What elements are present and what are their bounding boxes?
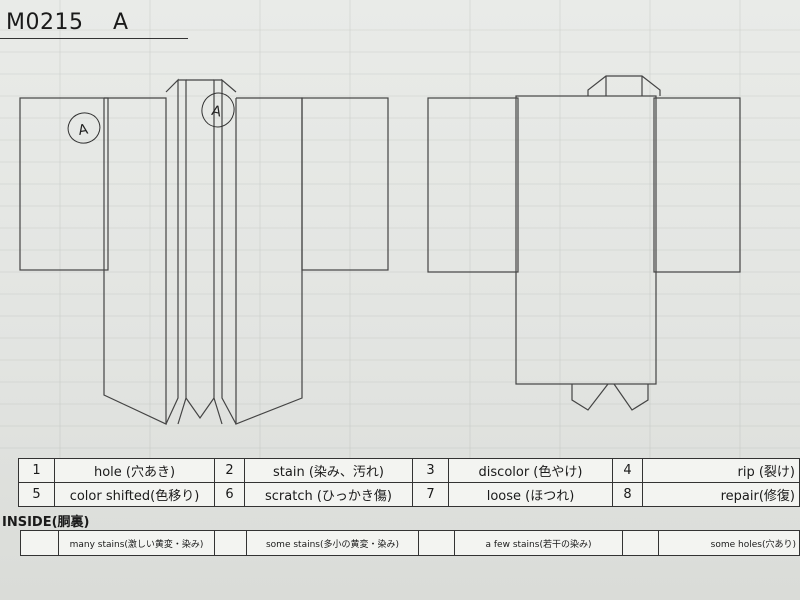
front-collar-inner-left (177, 79, 187, 425)
back-hem-ties (571, 383, 609, 411)
front-lapel-fold (185, 397, 215, 420)
legend-label-4: rip (裂け) (642, 458, 800, 483)
back-right-sleeve (653, 97, 741, 273)
form-id: M0215 (6, 10, 84, 35)
legend-label-1: hole (穴あき) (54, 458, 215, 483)
annotation-front-left-text: A (77, 121, 90, 138)
inside-label-some-holes: some holes(穴あり) (658, 530, 800, 556)
form-variant: A (112, 10, 129, 35)
show-through-grid (0, 0, 800, 460)
front-left-body (103, 97, 167, 425)
legend-row: 1 hole (穴あき) 2 stain (染み、汚れ) 3 discolor … (18, 458, 800, 483)
inside-checkbox-many-stains[interactable] (20, 530, 59, 556)
legend-label-3: discolor (色やけ) (448, 458, 613, 483)
legend-num-1: 1 (18, 458, 55, 483)
inside-checkbox-few-stains[interactable] (418, 530, 455, 556)
front-left-sleeve (19, 97, 109, 271)
title-rule (0, 38, 188, 39)
legend-num-7: 7 (412, 482, 449, 507)
front-collar-left (165, 78, 179, 425)
front-collar-inner-right (213, 79, 223, 425)
legend-label-6: scratch (ひっかき傷) (244, 482, 413, 507)
legend-row: 5 color shifted(色移り) 6 scratch (ひっかき傷) 7… (18, 482, 800, 507)
inside-heading: INSIDE(胴裏) (2, 515, 90, 530)
annotation-front-left (67, 112, 101, 144)
inside-condition-table: many stains(激しい黄変・染み) some stains(多小の黄変・… (20, 530, 800, 556)
front-view (19, 78, 389, 425)
front-right-body (235, 97, 303, 425)
legend-label-8: repair(修復) (642, 482, 800, 507)
front-collar-right (221, 78, 237, 425)
inside-label-few-stains: a few stains(若干の染み) (454, 530, 623, 556)
front-right-sleeve (301, 97, 389, 271)
legend-num-6: 6 (214, 482, 245, 507)
legend-num-2: 2 (214, 458, 245, 483)
legend-label-7: loose (ほつれ) (448, 482, 613, 507)
garment-diagram: A A (19, 75, 741, 425)
inside-label-some-stains: some stains(多小の黄変・染み) (246, 530, 419, 556)
annotation-front-right-text: A (210, 103, 223, 121)
damage-legend-table: 1 hole (穴あき) 2 stain (染み、汚れ) 3 discolor … (18, 458, 800, 507)
legend-num-5: 5 (18, 482, 55, 507)
annotation-front-right (201, 92, 235, 128)
legend-label-5: color shifted(色移り) (54, 482, 215, 507)
legend-num-8: 8 (612, 482, 643, 507)
back-view (427, 75, 741, 411)
inside-label-many-stains: many stains(激しい黄変・染み) (58, 530, 215, 556)
back-body (515, 95, 657, 385)
legend-num-4: 4 (612, 458, 643, 483)
back-collar (587, 75, 661, 96)
back-left-sleeve (427, 97, 519, 273)
inside-row: many stains(激しい黄変・染み) some stains(多小の黄変・… (20, 530, 800, 556)
legend-label-2: stain (染み、汚れ) (244, 458, 413, 483)
inside-checkbox-some-stains[interactable] (214, 530, 247, 556)
legend-num-3: 3 (412, 458, 449, 483)
inside-checkbox-some-holes[interactable] (622, 530, 659, 556)
form-title: M0215 A (6, 10, 129, 35)
